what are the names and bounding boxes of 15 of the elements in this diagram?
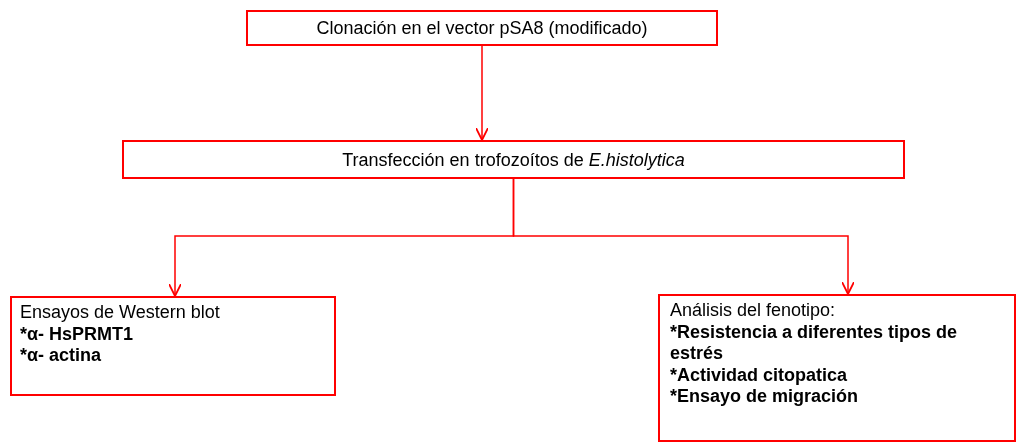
arrow bbox=[475, 45, 489, 141]
arrow bbox=[512, 178, 855, 295]
process-box bbox=[246, 10, 718, 46]
box-title: Análisis del fenotipo: bbox=[670, 300, 837, 322]
box-title: Clonación en el vector pSA8 (modificado) bbox=[315, 18, 649, 40]
list-item: *α- actina bbox=[20, 345, 103, 367]
process-box bbox=[10, 296, 336, 396]
process-box bbox=[658, 294, 1016, 442]
box-title: Ensayos de Western blot bbox=[20, 302, 221, 324]
list-item: *Resistencia a diferentes tipos de estrés bbox=[670, 321, 959, 365]
list-item: *α- HsPRMT1 bbox=[20, 323, 135, 346]
list-item: *Ensayo de migración bbox=[670, 386, 860, 408]
list-item: *Actividad citopatica bbox=[670, 364, 849, 387]
box-title: Transfección en trofozoítos de E.histolytica bbox=[341, 150, 686, 172]
process-box bbox=[122, 140, 905, 179]
